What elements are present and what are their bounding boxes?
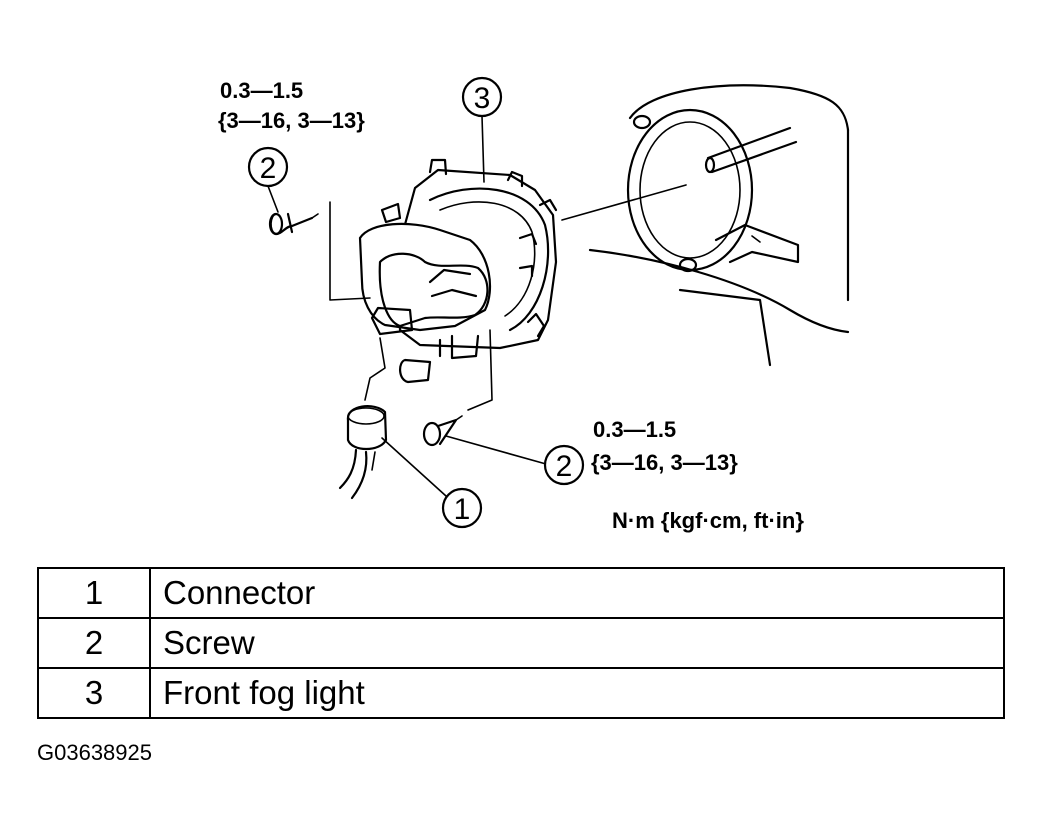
leader-screw-bottom: [445, 435, 547, 465]
torque-spec-bottom-value: 0.3—1.5: [593, 417, 676, 442]
leader-fog-light: [481, 115, 485, 183]
fog-light-exploded-diagram: 0.3—1.5 {3—16, 3—13} 0.3—1.5 {3—16, 3—13…: [218, 76, 850, 533]
callout-2-top: 2: [247, 146, 289, 188]
legend-description: Front fog light: [149, 667, 1005, 719]
connector: [338, 405, 388, 500]
svg-text:2: 2: [556, 450, 573, 483]
parts-legend-table: 1 Connector 2 Screw 3 Front fog light: [37, 567, 1005, 719]
table-row: 2 Screw: [37, 617, 1005, 669]
svg-text:1: 1: [454, 493, 471, 526]
legend-number: 2: [37, 617, 151, 669]
front-fog-light: [329, 158, 558, 411]
legend-description: Screw: [149, 617, 1005, 669]
screw-top: [268, 212, 319, 236]
screw-bottom: [422, 415, 463, 447]
vehicle-mounting-body: [561, 84, 850, 367]
leader-screw-top: [267, 185, 279, 213]
legend-description: Connector: [149, 567, 1005, 619]
torque-spec-bottom-kgf: {3—16, 3—13}: [591, 450, 738, 475]
torque-units: N·m {kgf·cm, ft·in}: [612, 508, 804, 533]
torque-spec-top-value: 0.3—1.5: [220, 78, 303, 103]
leader-connector: [381, 437, 447, 497]
legend-number: 3: [37, 667, 151, 719]
table-row: 1 Connector: [37, 567, 1005, 619]
callout-1: 1: [441, 487, 483, 529]
svg-text:3: 3: [474, 82, 491, 115]
svg-text:2: 2: [260, 152, 277, 185]
callout-2-bottom: 2: [543, 444, 585, 486]
table-row: 3 Front fog light: [37, 667, 1005, 719]
legend-number: 1: [37, 567, 151, 619]
torque-spec-top-kgf: {3—16, 3—13}: [218, 108, 365, 133]
figure-id: G03638925: [37, 740, 152, 765]
callout-3: 3: [461, 76, 503, 118]
